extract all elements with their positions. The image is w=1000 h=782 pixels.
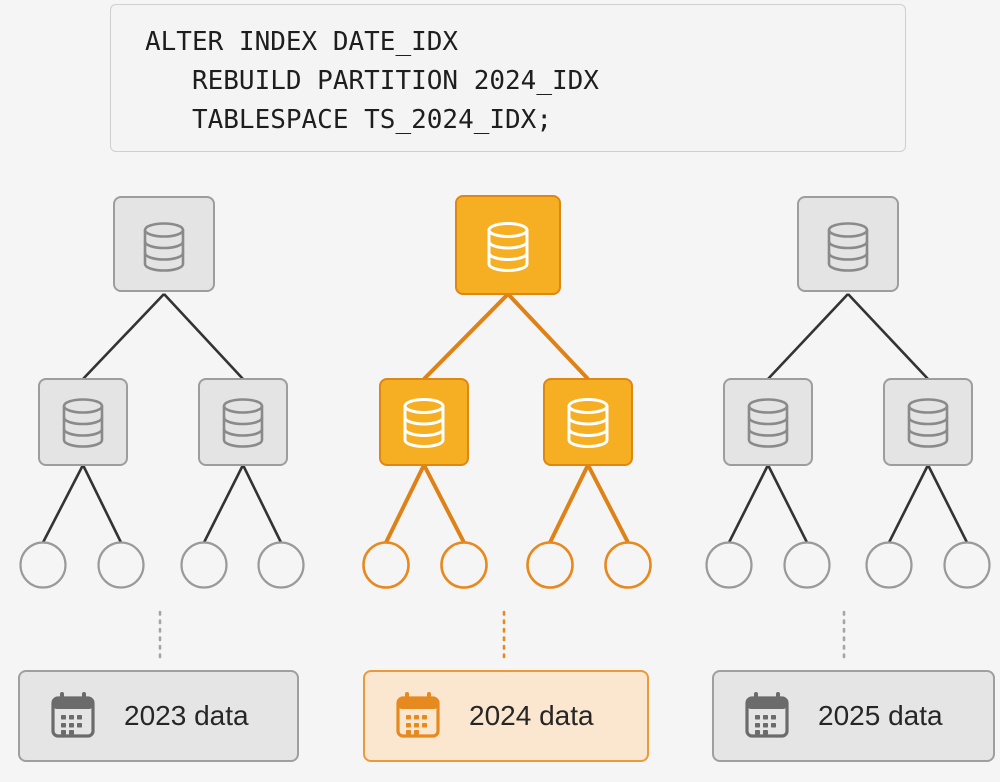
- database-icon: [907, 398, 949, 448]
- tree-edge: [422, 464, 466, 544]
- leaf-node: [440, 541, 488, 589]
- tree-edge: [548, 464, 590, 544]
- legend-label-2025: 2025 data: [818, 700, 943, 731]
- root-node: [113, 196, 215, 292]
- sql-line-3: TABLESPACE TS_2024_IDX;: [145, 105, 552, 135]
- leaf-node: [97, 541, 145, 589]
- tree-edge: [766, 464, 809, 544]
- leaf-node: [943, 541, 991, 589]
- tree-edge: [202, 464, 245, 544]
- leaf-node: [783, 541, 831, 589]
- database-icon: [62, 398, 104, 448]
- branch-node: [723, 378, 813, 466]
- legend-2023: 2023 data: [18, 670, 299, 762]
- database-icon: [827, 222, 869, 272]
- tree-edge: [926, 464, 969, 544]
- sql-line-2: REBUILD PARTITION 2024_IDX: [145, 66, 599, 96]
- branch-node: [198, 378, 288, 466]
- tree-edge: [727, 464, 770, 544]
- branch-node: [883, 378, 973, 466]
- legend-2025: 2025 data: [712, 670, 995, 762]
- leaf-node: [865, 541, 913, 589]
- database-icon: [222, 398, 264, 448]
- calendar-icon: [396, 692, 440, 738]
- tree-2023: [19, 196, 305, 662]
- branch-node: [543, 378, 633, 466]
- sql-line-1: ALTER INDEX DATE_IDX: [145, 27, 459, 57]
- tree-edge: [586, 464, 630, 544]
- tree-edge: [767, 293, 849, 380]
- tree-edge: [422, 292, 510, 381]
- database-icon: [403, 398, 445, 448]
- tree-edge: [163, 293, 244, 380]
- legend-2024: 2024 data: [363, 670, 649, 762]
- leaf-node: [19, 541, 67, 589]
- database-icon: [487, 222, 529, 272]
- root-node: [455, 195, 561, 295]
- sql-code-block: ALTER INDEX DATE_IDX REBUILD PARTITION 2…: [110, 4, 906, 152]
- legend-label-2024: 2024 data: [469, 700, 594, 731]
- leaf-node: [362, 541, 410, 589]
- tree-edge: [506, 292, 590, 381]
- leaf-node: [257, 541, 305, 589]
- branch-node: [38, 378, 128, 466]
- tree-edge: [241, 464, 283, 544]
- tree-edge: [847, 293, 929, 380]
- database-icon: [747, 398, 789, 448]
- tree-edge: [41, 464, 85, 544]
- leaf-node: [180, 541, 228, 589]
- tree-edge: [384, 464, 426, 544]
- root-node: [797, 196, 899, 292]
- leaf-node: [705, 541, 753, 589]
- calendar-icon: [51, 692, 95, 738]
- database-icon: [567, 398, 609, 448]
- tree-edge: [81, 464, 123, 544]
- tree-edge: [82, 293, 165, 380]
- branch-node: [379, 378, 469, 466]
- tree-2024: [362, 195, 652, 662]
- leaf-node: [604, 541, 652, 589]
- leaf-node: [526, 541, 574, 589]
- tree-2025: [705, 196, 991, 662]
- legend-label-2023: 2023 data: [124, 700, 249, 731]
- calendar-icon: [745, 692, 789, 738]
- tree-edge: [887, 464, 930, 544]
- database-icon: [143, 222, 185, 272]
